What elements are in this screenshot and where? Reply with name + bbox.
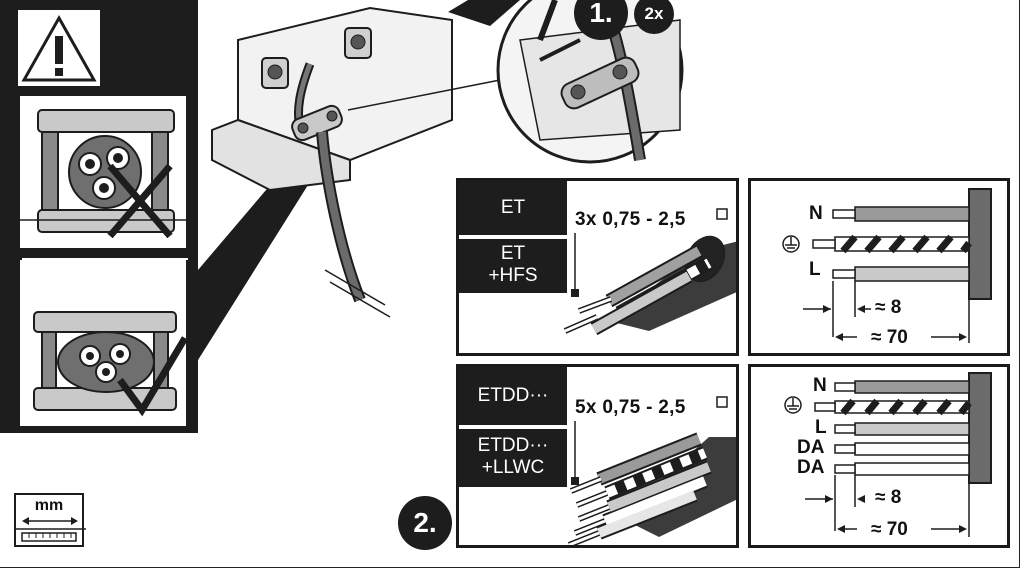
cable-label-et: ET bbox=[459, 181, 567, 235]
correct-clamp-panel bbox=[18, 260, 189, 428]
cable-label-et-hfs: ET +HFS bbox=[459, 239, 567, 293]
wire-label-da-2: DA bbox=[797, 457, 825, 478]
cable-label-etdd: ETDD··· bbox=[459, 367, 567, 425]
cable-spec-panel-1: ET ET +HFS 3x 0,75 - 2,5 bbox=[456, 178, 739, 356]
cable-spec-text: 5x 0,75 - 2,5 bbox=[575, 397, 686, 418]
cable-label-etdd-llwc: ETDD··· +LLWC bbox=[459, 429, 567, 487]
wire-label-l: L bbox=[809, 259, 821, 280]
wiring-diagram-2 bbox=[784, 372, 992, 537]
wire-label-da-1: DA bbox=[797, 437, 825, 458]
earth-ground-icon bbox=[782, 235, 800, 253]
cable-spec-panel-2: ETDD··· ETDD··· +LLWC 5x 0,75 - 2,5 bbox=[456, 364, 739, 548]
warning-sidebar bbox=[0, 0, 198, 433]
wiring-panel-1: N L ≈ 8 ≈ 70 bbox=[748, 178, 1010, 356]
wire-label-n: N bbox=[813, 375, 827, 396]
warning-icon bbox=[18, 10, 100, 86]
cable-illustration bbox=[563, 208, 736, 336]
incorrect-cross-icon bbox=[107, 163, 173, 239]
strip-length-label: ≈ 8 bbox=[875, 297, 902, 318]
earth-ground-icon bbox=[784, 396, 802, 414]
strip-length-label: ≈ 8 bbox=[875, 487, 902, 508]
cable-spec-text: 3x 0,75 - 2,5 bbox=[575, 209, 686, 230]
sheath-length-label: ≈ 70 bbox=[871, 327, 908, 348]
correct-check-icon bbox=[117, 336, 189, 417]
unit-label: mm bbox=[34, 497, 64, 514]
wiring-diagram-1 bbox=[782, 188, 992, 343]
wire-label-l: L bbox=[815, 417, 827, 438]
wire-label-n: N bbox=[809, 203, 823, 224]
unit-indicator: mm bbox=[14, 493, 86, 547]
sheath-length-label: ≈ 70 bbox=[871, 519, 908, 540]
incorrect-clamp-panel bbox=[18, 94, 190, 250]
cable-illustration bbox=[567, 396, 736, 545]
step-2-badge: 2. bbox=[398, 496, 452, 550]
ruler-icon bbox=[16, 517, 86, 542]
step-1-multiplier-badge: 2x bbox=[634, 0, 674, 34]
wiring-panel-2: N L DA DA ≈ 8 ≈ 70 bbox=[748, 364, 1010, 548]
